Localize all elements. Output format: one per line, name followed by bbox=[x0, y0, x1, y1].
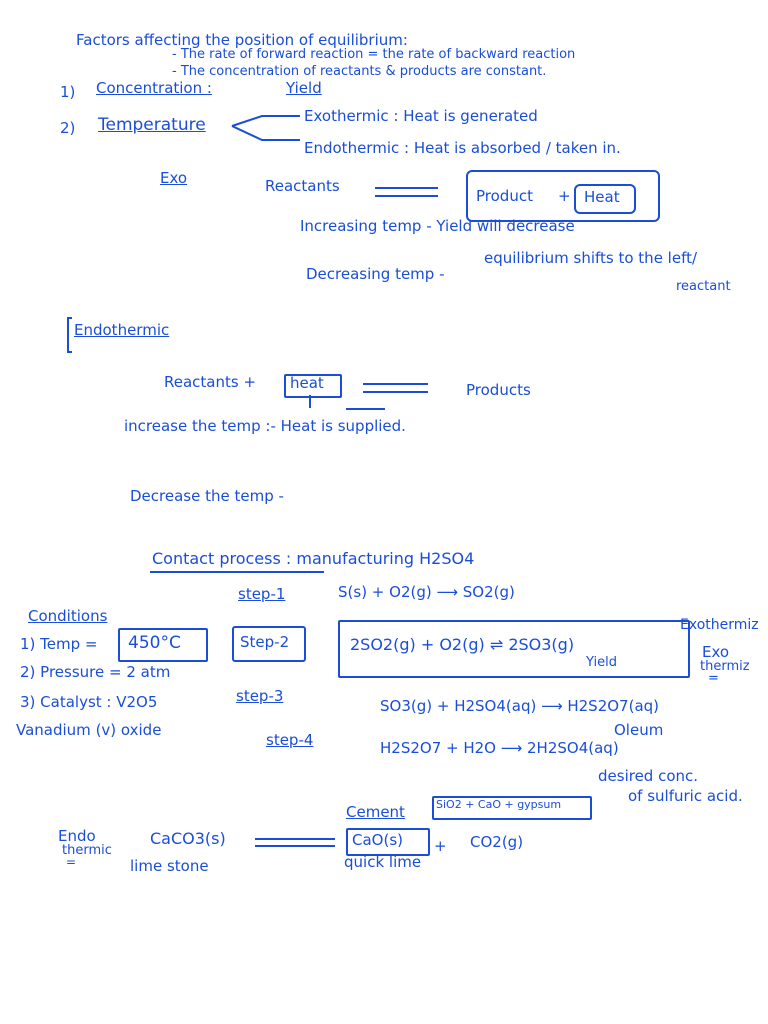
item1-value: Yield bbox=[286, 79, 322, 97]
endo-heat: heat bbox=[290, 374, 324, 392]
condition-catalyst-name: Vanadium (v) oxide bbox=[16, 721, 162, 739]
condition-catalyst: 3) Catalyst : V2O5 bbox=[20, 693, 158, 711]
exothermic-side-note: Exothermiz bbox=[680, 617, 759, 633]
endo-reactants: Reactants + bbox=[164, 373, 257, 391]
condition-temp-value: 450°C bbox=[128, 633, 181, 653]
exo-decrease-text: Decreasing temp - bbox=[306, 265, 445, 283]
desired-conc: desired conc. bbox=[598, 767, 699, 785]
lime-stone-label: lime stone bbox=[130, 857, 209, 875]
step2-label: Step-2 bbox=[240, 633, 290, 651]
exo-heading: Exo bbox=[160, 169, 188, 187]
step2-label-box bbox=[232, 626, 306, 662]
caco3: CaCO3(s) bbox=[150, 829, 226, 848]
step2-equation-box bbox=[338, 620, 690, 678]
exo-heat-box bbox=[574, 184, 636, 214]
step3-equation: SO3(g) + H2SO4(aq) ⟶ H2S2O7(aq) bbox=[380, 697, 660, 715]
exo-heat: Heat bbox=[584, 188, 620, 206]
item1-label: Concentration : bbox=[96, 79, 212, 97]
quick-lime-label: quick lime bbox=[344, 853, 422, 871]
condition-temp-box bbox=[118, 628, 208, 662]
item1-number: 1) bbox=[60, 83, 76, 101]
endo-label: Endo bbox=[58, 827, 96, 845]
cao: CaO(s) bbox=[352, 831, 403, 849]
step1-equation: S(s) + O2(g) ⟶ SO2(g) bbox=[338, 583, 515, 601]
step2-equation: 2SO2(g) + O2(g) ⇌ 2SO3(g) bbox=[350, 635, 575, 654]
sulfuric-acid-note: of sulfuric acid. bbox=[628, 787, 743, 805]
step4-label: step-4 bbox=[266, 731, 314, 749]
condition-temp-label: 1) Temp = bbox=[20, 635, 98, 653]
thermic-label: thermic bbox=[62, 843, 112, 858]
step4-equation: H2S2O7 + H2O ⟶ 2H2SO4(aq) bbox=[380, 739, 619, 757]
branch-arrow-upper bbox=[231, 115, 300, 127]
equals-side-note: = bbox=[708, 671, 719, 686]
branch-arrow-lower bbox=[231, 125, 300, 141]
oleum-label: Oleum bbox=[614, 721, 664, 739]
step1-label: step-1 bbox=[238, 585, 286, 603]
cement-box bbox=[432, 796, 592, 820]
exo-product-box bbox=[466, 170, 660, 222]
co2: CO2(g) bbox=[470, 833, 524, 851]
endo-decrease-text: Decrease the temp - bbox=[130, 487, 284, 505]
exo-side-note: Exo bbox=[702, 643, 730, 661]
endo-heat-box bbox=[284, 374, 342, 398]
exo-reactant-word: reactant bbox=[676, 279, 731, 294]
item2-number: 2) bbox=[60, 119, 76, 137]
cement-label: Cement bbox=[346, 803, 405, 821]
item2-label: Temperature bbox=[98, 115, 206, 135]
exo-plus: + bbox=[558, 187, 571, 205]
exo-increase-text: Increasing temp - Yield will decrease bbox=[300, 217, 575, 235]
endo-increase-text: increase the temp :- Heat is supplied. bbox=[124, 417, 406, 435]
bullet-rates-equal: - The rate of forward reaction = the rat… bbox=[172, 47, 576, 62]
exo-reactants: Reactants bbox=[265, 177, 340, 195]
exo-branch-text: Exothermic : Heat is generated bbox=[304, 107, 538, 125]
notes-title: Factors affecting the position of equili… bbox=[76, 31, 408, 49]
endo-products: Products bbox=[466, 381, 531, 399]
equals-mark: = bbox=[66, 855, 77, 869]
thermic-side-note: thermiz bbox=[700, 659, 750, 674]
exo-shift-text: equilibrium shifts to the left/ bbox=[484, 249, 698, 267]
step2-yield: Yield bbox=[586, 655, 617, 670]
plus-co2: + bbox=[434, 837, 447, 855]
cement-composition: SiO2 + CaO + gypsum bbox=[436, 798, 562, 811]
contact-process-title: Contact process : manufacturing H2SO4 bbox=[152, 549, 475, 568]
step3-label: step-3 bbox=[236, 687, 284, 705]
endo-heading: Endothermic bbox=[74, 321, 170, 339]
endo-branch-text: Endothermic : Heat is absorbed / taken i… bbox=[304, 139, 621, 157]
exo-product: Product bbox=[476, 187, 533, 205]
cao-box bbox=[346, 828, 430, 856]
conditions-heading: Conditions bbox=[28, 607, 108, 625]
bullet-concentrations-constant: - The concentration of reactants & produ… bbox=[172, 64, 547, 79]
condition-pressure: 2) Pressure = 2 atm bbox=[20, 663, 171, 681]
